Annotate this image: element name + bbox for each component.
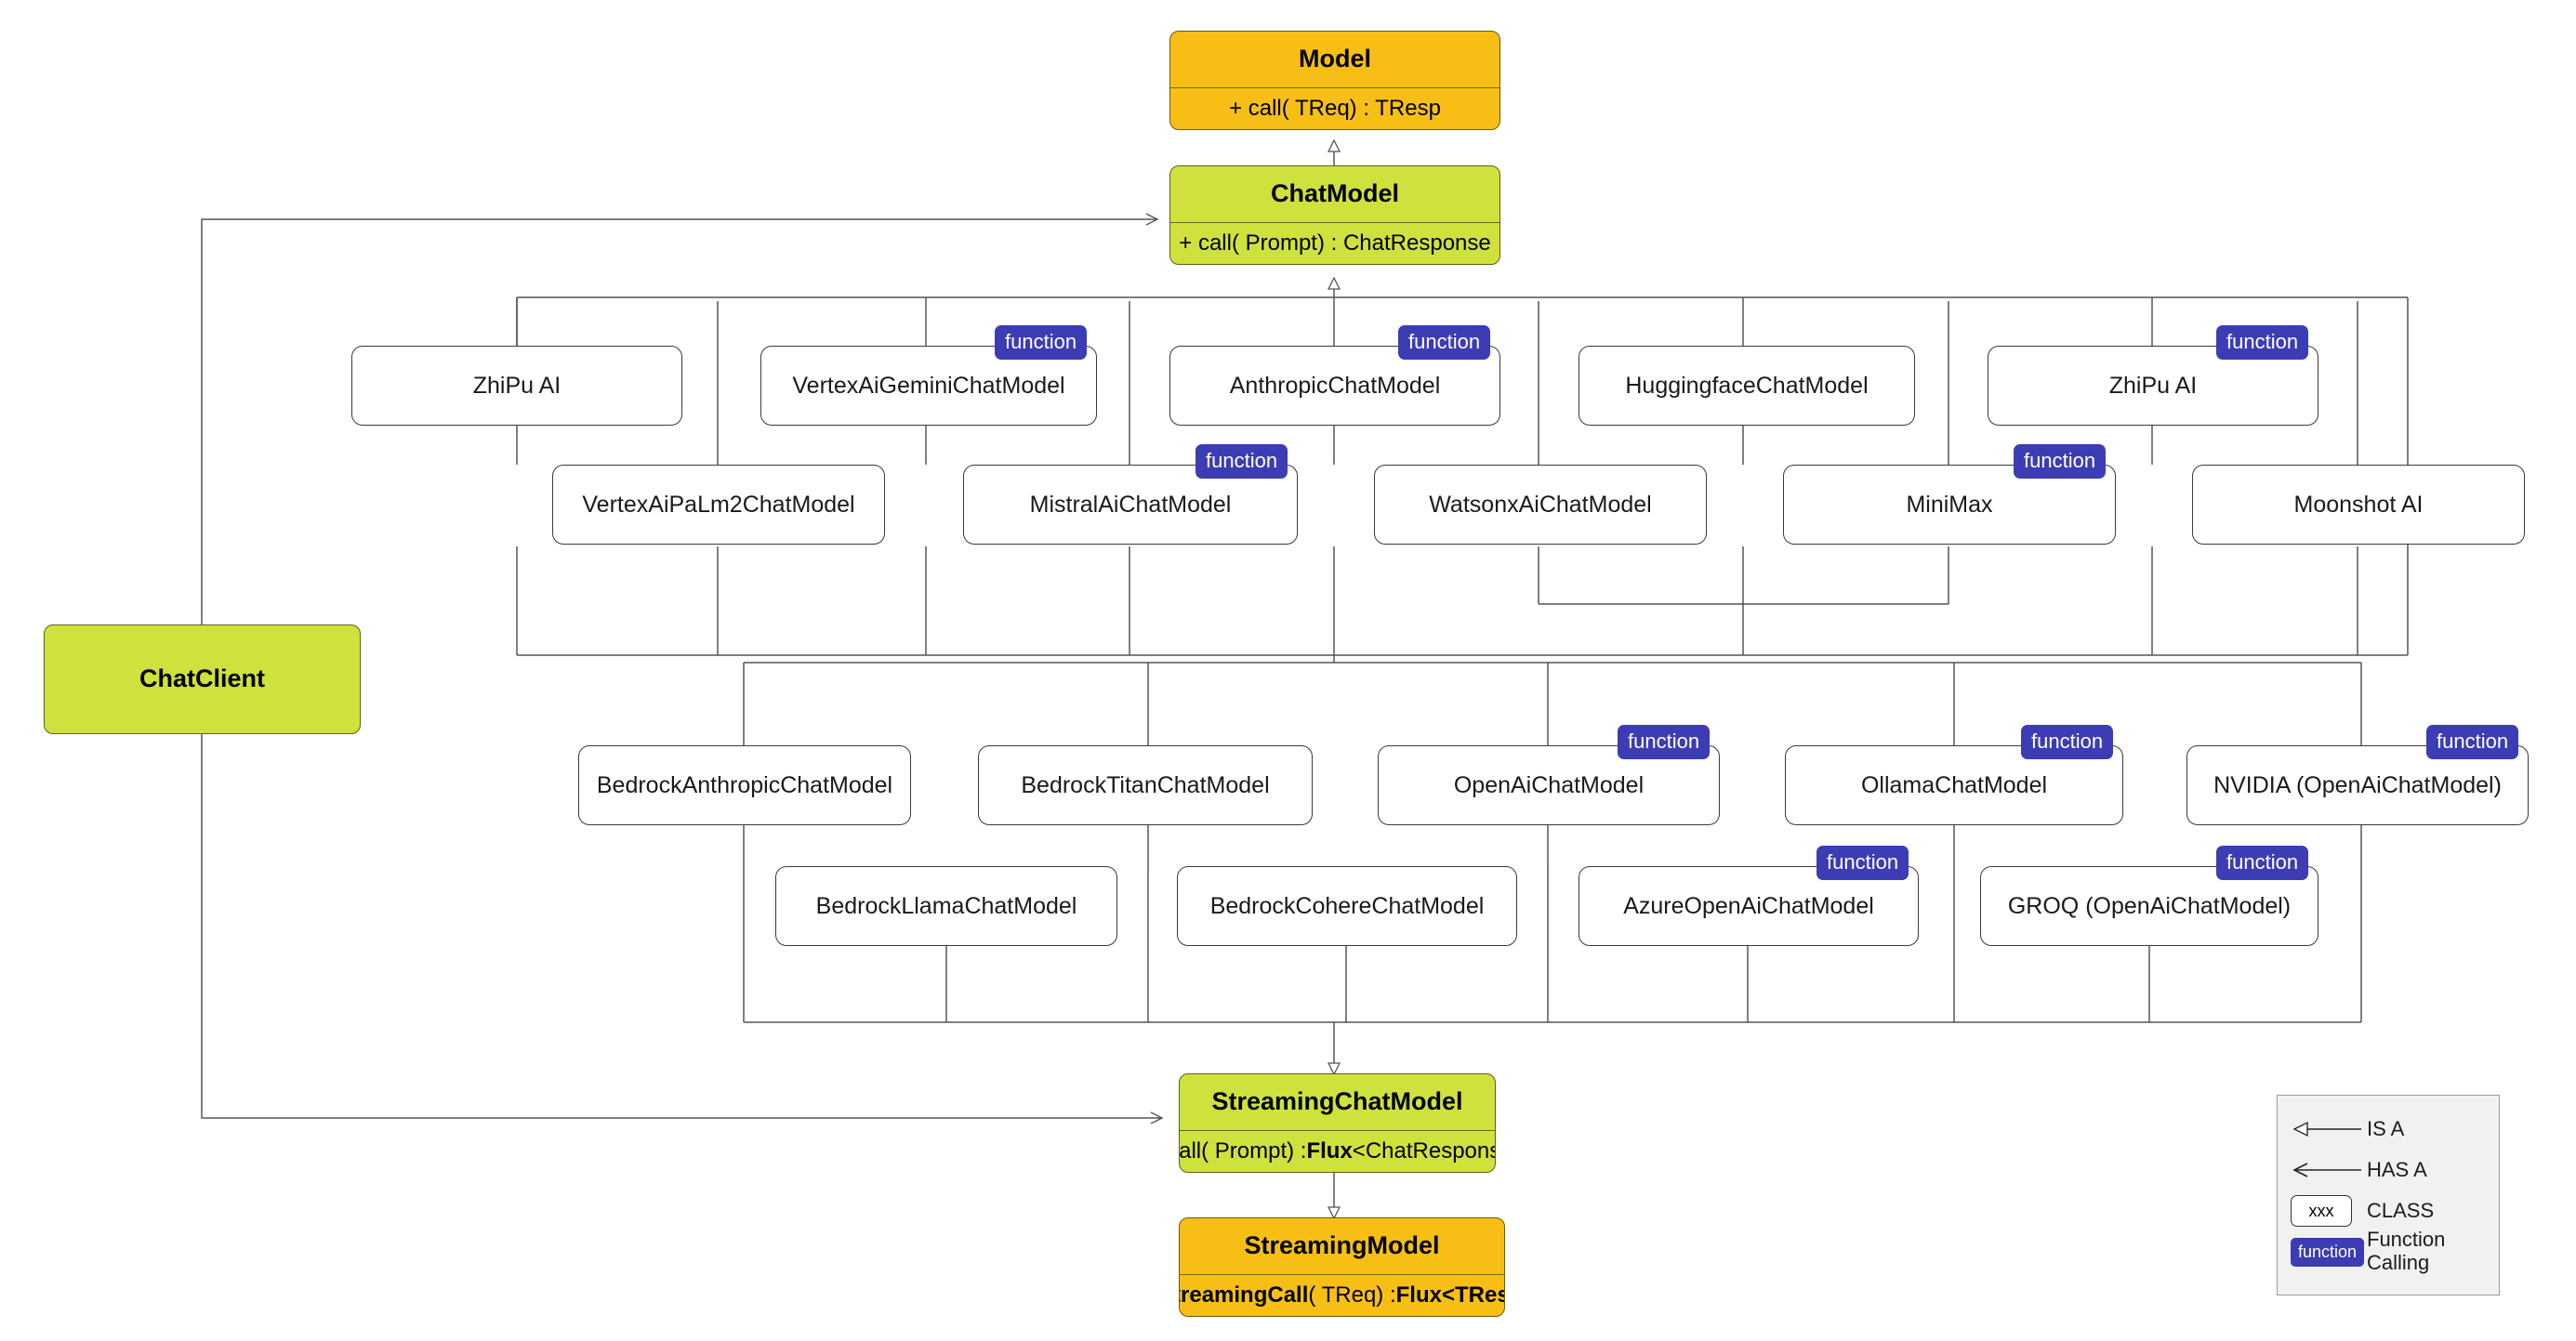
has-a-arrow-icon [2291, 1161, 2367, 1179]
implementation-node-label: BedrockAnthropicChatModel [596, 771, 893, 798]
function-chip-icon: function [2291, 1237, 2367, 1267]
node-chat-client-title: ChatClient [139, 664, 265, 693]
node-streaming-model-operation: + streamingCall( TReq) : Flux<TResp> [1180, 1282, 1504, 1308]
implementation-node-label: BedrockTitanChatModel [1021, 771, 1270, 798]
implementation-node[interactable]: BedrockCohereChatModel [1177, 866, 1517, 946]
implementation-node[interactable]: OpenAiChatModel [1378, 745, 1720, 825]
legend-row-class: xxx CLASS [2278, 1190, 2499, 1231]
node-chat-client[interactable]: ChatClient [44, 624, 361, 734]
implementation-node[interactable]: WatsonxAiChatModel [1374, 465, 1707, 545]
function-calling-badge: function [1398, 325, 1491, 360]
node-streaming-chat-model[interactable]: StreamingChatModel + call( Prompt) : Flu… [1179, 1073, 1496, 1173]
implementation-node-label: Moonshot AI [2293, 491, 2424, 518]
node-model-title: Model [1170, 32, 1499, 88]
legend-row-function-calling: function Function Calling [2278, 1228, 2499, 1274]
legend-label-function-calling: Function Calling [2367, 1228, 2446, 1274]
function-calling-badge: function [2426, 725, 2519, 759]
implementation-node-label: ZhiPu AI [2108, 372, 2198, 399]
node-chat-model-title: ChatModel [1170, 166, 1499, 223]
is-a-arrow-icon [2291, 1120, 2367, 1138]
legend-row-is-a: IS A [2278, 1109, 2499, 1150]
class-box-icon: xxx [2291, 1195, 2367, 1227]
implementation-node[interactable]: BedrockTitanChatModel [978, 745, 1313, 825]
function-calling-badge: function [2216, 846, 2309, 880]
function-calling-badge: function [2021, 725, 2114, 759]
implementation-node[interactable]: BedrockLlamaChatModel [775, 866, 1117, 946]
implementation-node-label: OllamaChatModel [1860, 771, 2048, 798]
implementation-node[interactable]: ZhiPu AI [351, 346, 682, 426]
implementation-node-label: BedrockCohereChatModel [1209, 892, 1485, 919]
implementation-node-label: AzureOpenAiChatModel [1623, 892, 1874, 919]
function-calling-badge: function [1618, 725, 1711, 759]
node-chat-model-operation: + call( Prompt) : ChatResponse [1179, 230, 1491, 256]
function-calling-badge: function [1196, 444, 1288, 479]
implementation-node-label: HuggingfaceChatModel [1625, 372, 1869, 399]
implementation-node-label: VertexAiPaLm2ChatModel [582, 491, 855, 518]
implementation-node-label: WatsonxAiChatModel [1429, 491, 1652, 518]
node-streaming-chat-model-operation: + call( Prompt) : Flux<ChatResponse> [1179, 1138, 1495, 1164]
implementation-node-label: BedrockLlamaChatModel [815, 892, 1077, 919]
legend-label-class: CLASS [2367, 1198, 2435, 1222]
implementation-node[interactable]: Moonshot AI [2192, 465, 2525, 545]
legend-label-has-a: HAS A [2367, 1157, 2427, 1181]
legend-label-is-a: IS A [2367, 1116, 2405, 1140]
legend: IS A HAS A xxx CLASS function Function C… [2277, 1095, 2500, 1295]
node-streaming-chat-model-title: StreamingChatModel [1180, 1074, 1495, 1131]
implementation-node[interactable]: BedrockAnthropicChatModel [578, 745, 911, 825]
node-streaming-model-title: StreamingModel [1180, 1218, 1504, 1275]
implementation-node-label: OpenAiChatModel [1453, 771, 1645, 798]
implementation-node-label: MiniMax [1906, 491, 1993, 518]
implementation-node[interactable]: HuggingfaceChatModel [1579, 346, 1915, 426]
implementation-node[interactable]: ZhiPu AI [1988, 346, 2318, 426]
node-streaming-model[interactable]: StreamingModel + streamingCall( TReq) : … [1179, 1217, 1505, 1317]
implementation-node-label: NVIDIA (OpenAiChatModel) [2213, 771, 2502, 798]
function-chip-text: function [2291, 1237, 2365, 1267]
function-calling-badge: function [2216, 325, 2309, 360]
function-calling-badge: function [2014, 444, 2107, 479]
node-chat-model[interactable]: ChatModel + call( Prompt) : ChatResponse [1169, 165, 1500, 265]
node-model-operation: + call( TReq) : TResp [1229, 96, 1441, 121]
implementation-node-label: AnthropicChatModel [1229, 372, 1441, 399]
function-calling-badge: function [1816, 846, 1909, 880]
function-calling-badge: function [995, 325, 1088, 360]
class-box-sample-text: xxx [2291, 1195, 2352, 1227]
node-model[interactable]: Model + call( TReq) : TResp [1169, 31, 1500, 130]
implementation-node[interactable]: VertexAiPaLm2ChatModel [552, 465, 885, 545]
legend-row-has-a: HAS A [2278, 1150, 2499, 1190]
implementation-node-label: ZhiPu AI [472, 372, 561, 399]
